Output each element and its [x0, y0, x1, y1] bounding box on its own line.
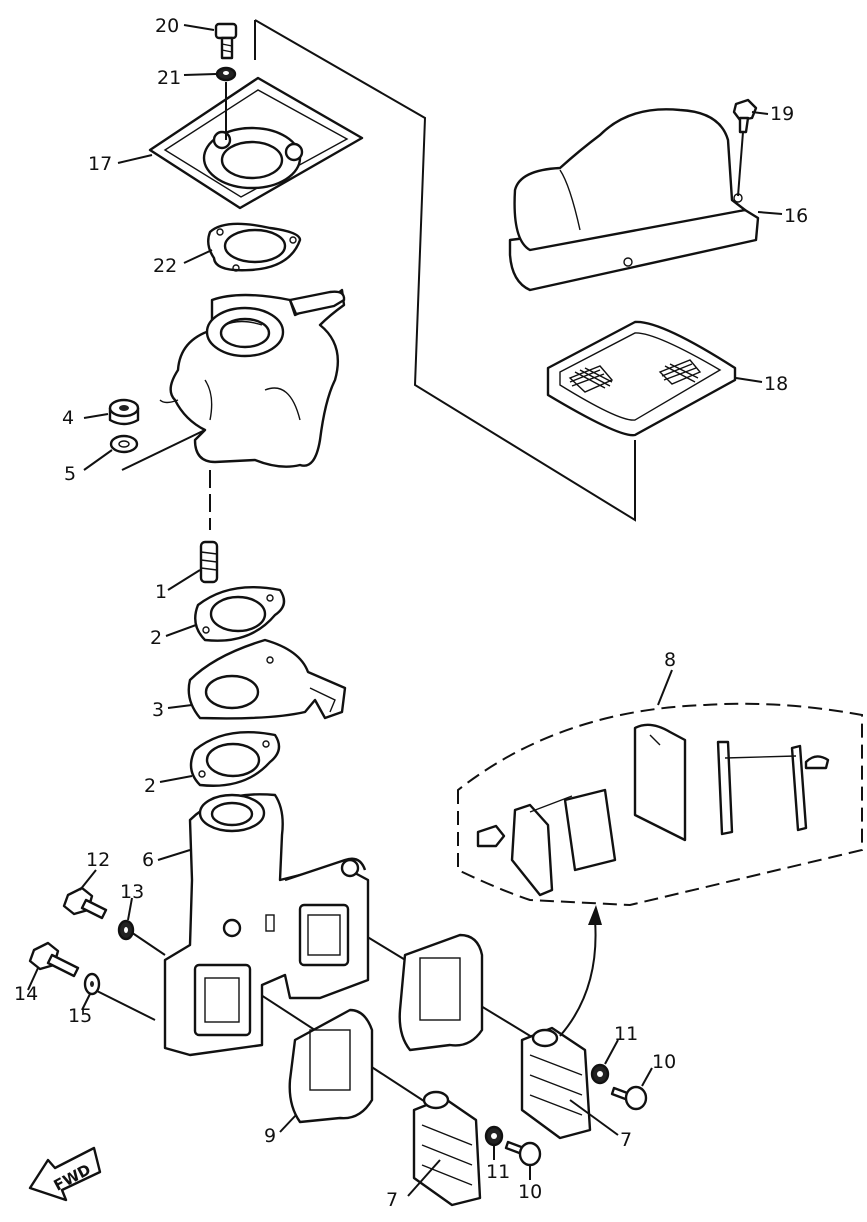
- part-18-filter-element[interactable]: [546, 320, 737, 437]
- part-2-gasket-upper[interactable]: [194, 585, 286, 642]
- part-12-bolt[interactable]: [62, 886, 108, 920]
- callout-leaders: [27, 24, 783, 1197]
- callout-10-lower: 10: [518, 1181, 542, 1203]
- part-6-intake-manifold[interactable]: [163, 793, 370, 1057]
- callout-2-upper: 2: [150, 627, 162, 649]
- fwd-direction-badge: FWD: [28, 1146, 102, 1202]
- callout-7-upper: 7: [620, 1129, 632, 1151]
- callout-11-lower: 11: [486, 1161, 510, 1183]
- part-3-spacer-bracket[interactable]: [187, 638, 347, 720]
- callout-11-upper: 11: [614, 1023, 638, 1045]
- callout-20: 20: [155, 15, 179, 37]
- callout-12: 12: [86, 849, 110, 871]
- callout-21: 21: [157, 67, 181, 89]
- callout-1: 1: [155, 581, 167, 603]
- callout-13: 13: [120, 881, 144, 903]
- part-21-washer[interactable]: [215, 66, 237, 82]
- callout-2-lower: 2: [144, 775, 156, 797]
- callout-numbers: 20 21 17 22 4 5 1 2 3 2 6 12 13 14 15 9 …: [14, 15, 808, 1211]
- callout-19: 19: [770, 103, 794, 125]
- part-1-stud[interactable]: [199, 540, 219, 584]
- callout-14: 14: [14, 983, 38, 1005]
- part-16-silencer-cover[interactable]: [508, 108, 760, 292]
- part-14-bolt[interactable]: [28, 941, 80, 978]
- part-20-screw[interactable]: [214, 22, 238, 60]
- filter-mesh-left: [568, 365, 614, 393]
- callout-9: 9: [264, 1125, 276, 1147]
- part-19-bolt[interactable]: [732, 98, 758, 197]
- callout-5: 5: [64, 463, 76, 485]
- callout-3: 3: [152, 699, 164, 721]
- part-15-washer[interactable]: [83, 972, 101, 996]
- callout-17: 17: [88, 153, 112, 175]
- part-13-washer[interactable]: [117, 919, 135, 941]
- callout-6: 6: [142, 849, 154, 871]
- filter-mesh-right: [658, 359, 702, 385]
- callout-8: 8: [664, 649, 676, 671]
- part-10-screw-upper[interactable]: [610, 1085, 648, 1111]
- callout-22: 22: [153, 255, 177, 277]
- part-11-washer-lower[interactable]: [484, 1125, 504, 1147]
- part-5-washer[interactable]: [109, 434, 139, 454]
- callout-7-lower: 7: [386, 1189, 398, 1211]
- callout-18: 18: [764, 373, 788, 395]
- part-7-reed-valve-lower[interactable]: [412, 1090, 482, 1207]
- part-2-gasket-lower[interactable]: [189, 730, 281, 787]
- part-17-cover-plate[interactable]: [148, 76, 364, 210]
- callout-10-upper: 10: [652, 1051, 676, 1073]
- part-8-reed-valve-kit[interactable]: [457, 702, 863, 1037]
- part-4-nut[interactable]: [108, 398, 140, 426]
- part-22-gasket[interactable]: [207, 222, 302, 272]
- callout-16: 16: [784, 205, 808, 227]
- part-9-reed-gasket[interactable]: [288, 933, 484, 1124]
- callout-15: 15: [68, 1005, 92, 1027]
- carburetor-body[interactable]: [159, 288, 346, 468]
- part-10-screw-lower[interactable]: [504, 1140, 542, 1167]
- part-11-washer-upper[interactable]: [590, 1063, 610, 1085]
- part-7-reed-valve-upper[interactable]: [520, 1026, 592, 1140]
- callout-4: 4: [62, 407, 74, 429]
